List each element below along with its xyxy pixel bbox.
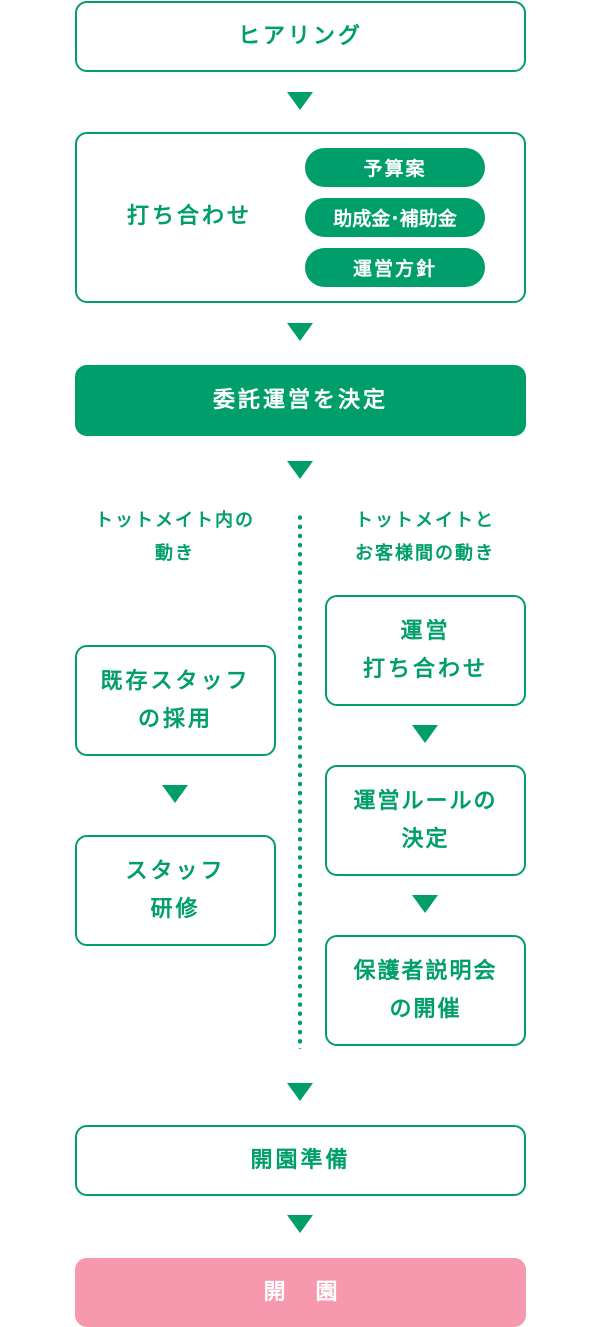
step-label: 委託運営を決定 [212,387,388,413]
arrow-down-icon [412,895,438,913]
step-label: 打ち合わせ [127,204,253,229]
step-operation-meeting: 運営 打ち合わせ [325,595,526,706]
step-rules-decision: 運営ルールの 決定 [325,765,526,876]
arrow-down-icon [287,1215,313,1233]
step-staff-training: スタッフ 研修 [75,835,276,946]
left-column-heading: トットメイト内の 動き [95,510,255,564]
step-staff-hiring: 既存スタッフ の採用 [75,645,276,756]
meeting-item-subsidy: 助成金･補助金 [305,198,485,237]
dotted-divider [298,513,302,1049]
step-label: 開園準備 [250,1147,351,1173]
right-column-heading: トットメイトと お客様間の動き [355,510,495,564]
arrow-down-icon [287,323,313,341]
step-label: ヒアリング [237,23,363,49]
step-preparation: 開園準備 [75,1125,526,1196]
arrow-down-icon [287,461,313,479]
step-decision: 委託運営を決定 [75,365,526,436]
meeting-item-policy: 運営方針 [305,248,485,287]
step-label: 開園 [263,1279,368,1305]
arrow-down-icon [287,1083,313,1101]
arrow-down-icon [162,785,188,803]
step-opening: 開園 [75,1258,526,1327]
step-parent-briefing: 保護者説明会 の開催 [325,935,526,1046]
arrow-down-icon [412,725,438,743]
arrow-down-icon [287,92,313,110]
step-hearing: ヒアリング [75,1,526,72]
meeting-item-budget: 予算案 [305,148,485,187]
